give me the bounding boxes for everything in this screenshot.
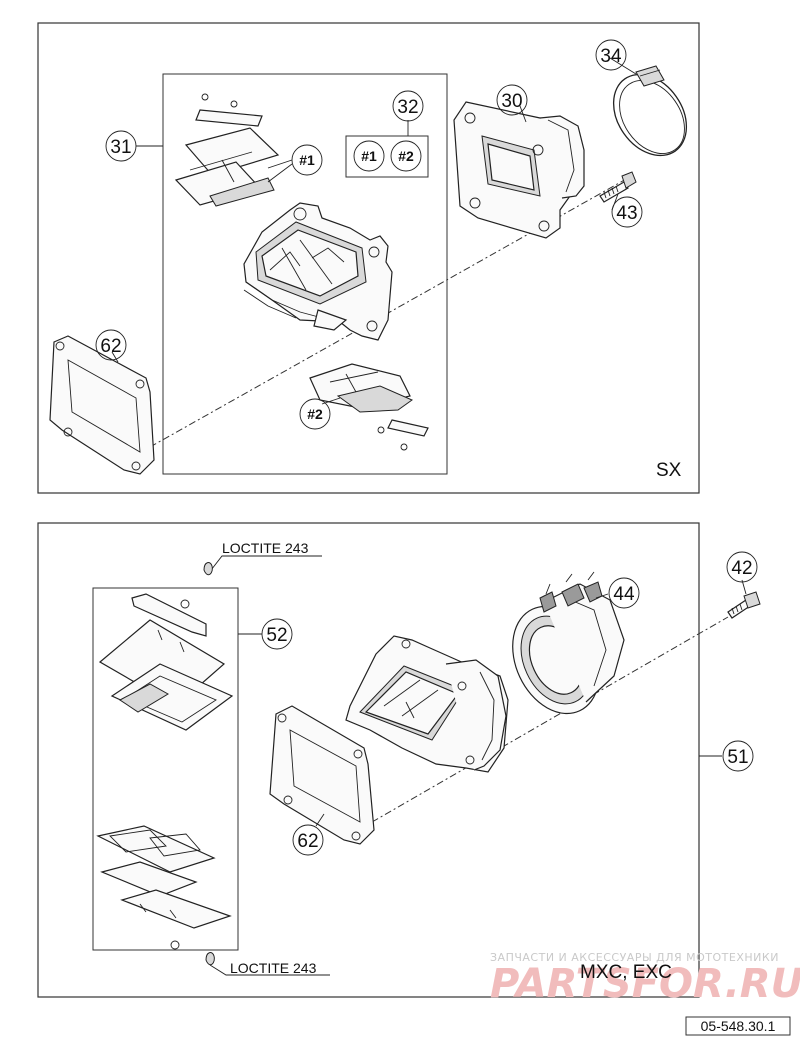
sx-callout-32: 32 <box>392 90 424 122</box>
svg-text:#2: #2 <box>398 148 414 164</box>
sx-callout-43: 43 <box>611 196 643 228</box>
sx-callout-34: 34 <box>595 39 627 71</box>
mxc-bolt <box>727 591 761 619</box>
mxc-variant-label: MXC, EXC <box>580 962 672 983</box>
mxc-panel: 42 44 52 51 62 LOCTITE 243 LOCTITE 243 <box>37 522 761 998</box>
diagram-code: 05-548.30.1 <box>685 1016 791 1036</box>
sx-reed-petals-bottom <box>309 363 429 451</box>
mxc-reed-petals-upper <box>98 593 234 731</box>
svg-text:#1: #1 <box>361 148 377 164</box>
watermark: ЗАПЧАСТИ И АКСЕССУАРЫ ДЛЯ МОТОТЕХНИКИ PA… <box>490 951 800 1007</box>
sx-callout-hash2-kit: #2 <box>390 140 422 172</box>
sx-callout-hash1: #1 <box>291 144 323 176</box>
sx-callout-62: 62 <box>95 329 127 361</box>
sx-bolt <box>599 171 637 203</box>
sx-reed-housing <box>243 202 393 341</box>
mxc-callout-42: 42 <box>726 551 758 583</box>
sx-callout-hash2: #2 <box>299 398 331 430</box>
sx-variant-label: SX <box>656 460 682 481</box>
sx-leader-lines <box>111 57 637 405</box>
diagram-code-text: 05-548.30.1 <box>701 1018 776 1034</box>
mxc-callout-62: 62 <box>292 824 324 856</box>
sx-gasket <box>49 335 155 475</box>
svg-text:62: 62 <box>297 831 318 852</box>
sx-intake-flange <box>453 101 585 239</box>
svg-text:#2: #2 <box>307 406 323 422</box>
watermark-logo: PARTSFOR.RU <box>490 961 800 1007</box>
sx-subkit-box <box>345 135 429 178</box>
mxc-panel-frame <box>37 522 700 998</box>
sx-callout-30: 30 <box>496 84 528 116</box>
svg-text:43: 43 <box>616 203 637 224</box>
mxc-callout-51: 51 <box>722 740 754 772</box>
sx-reed-petals-top <box>174 93 280 207</box>
mxc-reed-petals-lower <box>96 825 232 929</box>
svg-text:44: 44 <box>613 584 635 605</box>
sx-panel-frame <box>37 22 700 494</box>
sx-kit-frame <box>162 73 448 475</box>
watermark-tagline: ЗАПЧАСТИ И АКСЕССУАРЫ ДЛЯ МОТОТЕХНИКИ <box>490 951 779 964</box>
mxc-callout-52: 52 <box>261 618 293 650</box>
loctite-label-top: LOCTITE 243 <box>222 540 309 556</box>
mxc-callout-44: 44 <box>608 577 640 609</box>
loctite-label-bottom: LOCTITE 243 <box>230 960 317 976</box>
svg-text:51: 51 <box>727 747 748 768</box>
mxc-assembly-line <box>371 616 729 823</box>
sx-hose-clamp <box>612 65 688 157</box>
mxc-reed-housing <box>345 635 509 773</box>
svg-text:30: 30 <box>501 91 522 112</box>
svg-text:34: 34 <box>600 46 622 67</box>
mxc-intake-boot <box>512 571 625 715</box>
sx-panel: 31 32 30 34 43 62 #1 #2 <box>37 22 700 494</box>
svg-text:#1: #1 <box>299 152 315 168</box>
sx-callout-31: 31 <box>105 130 137 162</box>
mxc-kit-frame <box>92 587 239 951</box>
svg-text:52: 52 <box>266 625 287 646</box>
sx-callout-hash1-kit: #1 <box>353 140 385 172</box>
svg-text:31: 31 <box>110 137 131 158</box>
svg-text:62: 62 <box>100 336 121 357</box>
mxc-gasket <box>269 705 375 845</box>
svg-text:42: 42 <box>731 558 752 579</box>
svg-text:32: 32 <box>397 97 418 118</box>
